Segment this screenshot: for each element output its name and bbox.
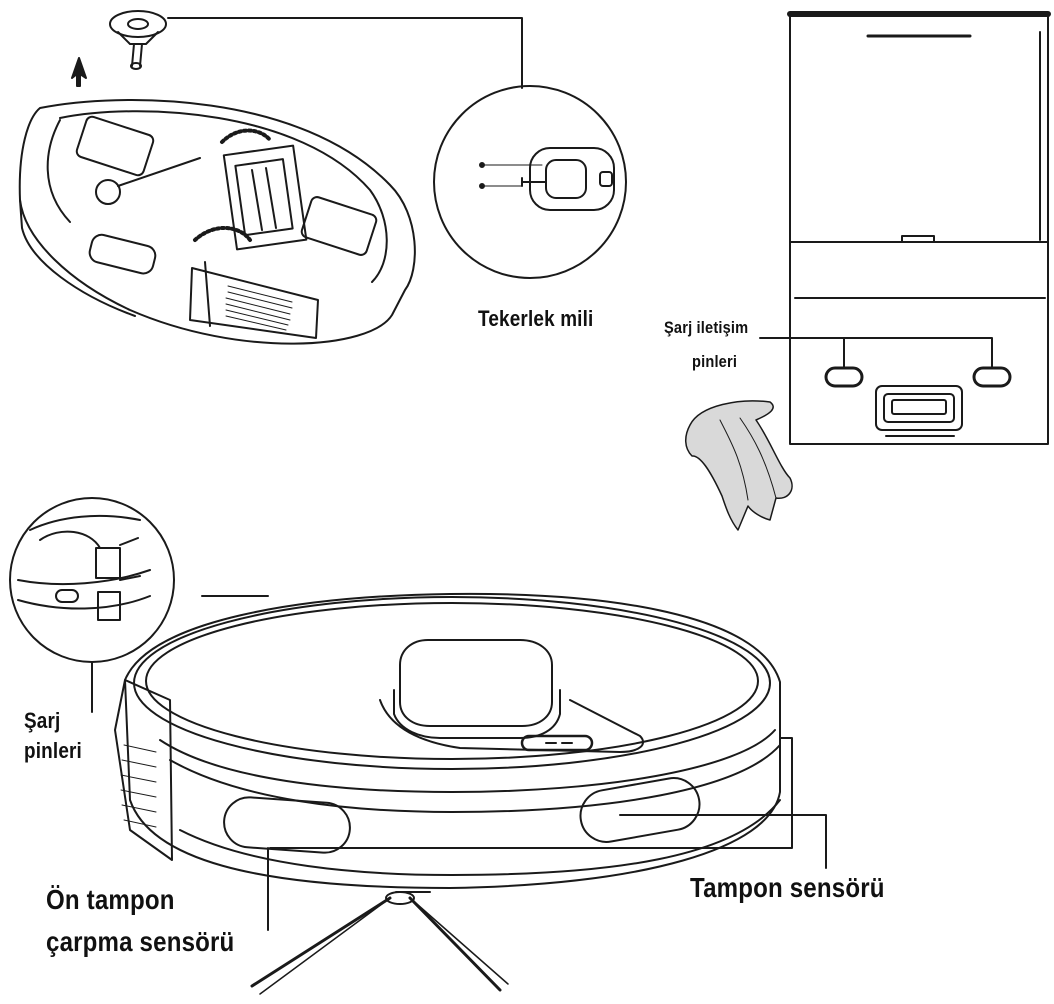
removed-wheel-axle-part <box>110 11 166 69</box>
front-bumper-label-line1: Ön tampon <box>46 884 175 916</box>
charging-dock-illustration <box>760 14 1048 444</box>
front-bumper-label-line2: çarpma sensörü <box>46 926 234 958</box>
charging-pins-label-line1: Şarj <box>24 708 60 734</box>
left-bumper-window <box>222 796 351 855</box>
up-arrow-icon <box>72 58 86 86</box>
charging-contact-pins-label-line1: Şarj iletişim <box>664 318 748 338</box>
charging-contact-pins-label-line2: pinleri <box>692 352 737 372</box>
side-brush <box>252 892 508 994</box>
robot-underside-illustration <box>20 11 415 344</box>
bumper-sensor-label: Tampon sensörü <box>690 872 885 904</box>
wheel-axle-label: Tekerlek mili <box>478 306 593 332</box>
charging-pins-label-line2: pinleri <box>24 738 82 764</box>
dock-pins-leader-line <box>760 338 992 368</box>
dock-contact-pin-left <box>826 368 862 386</box>
charging-pins-closeup <box>10 498 268 712</box>
wheel-axle-leader-line <box>168 18 522 88</box>
cleaning-cloth-hand <box>686 401 792 530</box>
wheel-axle-closeup <box>434 86 626 278</box>
dock-contact-pin-right <box>974 368 1010 386</box>
